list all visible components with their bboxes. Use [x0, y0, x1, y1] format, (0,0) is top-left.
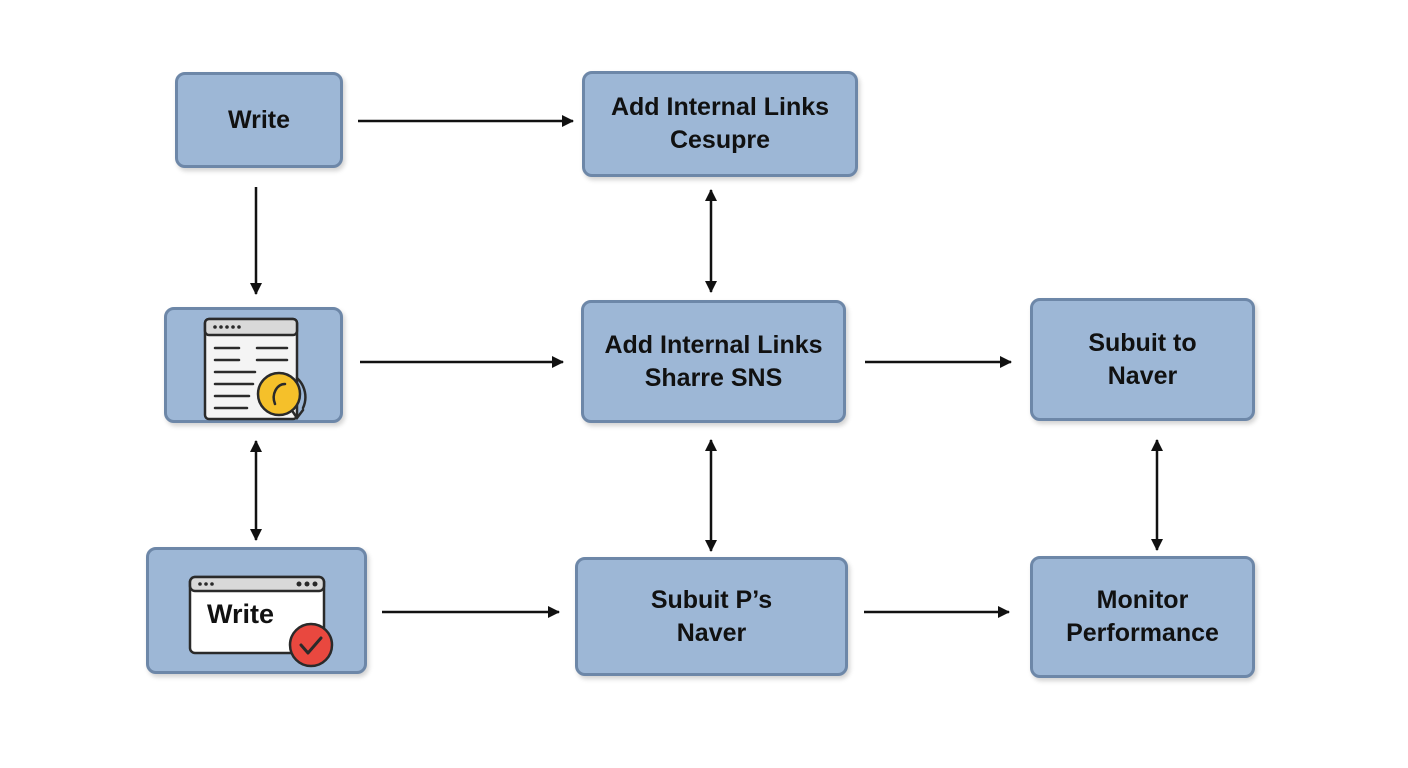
node-write-check-label: Write	[207, 599, 275, 629]
node-monitor-performance[interactable]: Monitor Performance	[1030, 556, 1255, 678]
node-label-line2: Performance	[1066, 619, 1219, 647]
node-write-check[interactable]: Write	[146, 547, 367, 674]
node-label-line1: Add Internal Links	[610, 93, 830, 121]
node-document-clock[interactable]	[164, 307, 343, 423]
node-submit-ps-naver[interactable]: Subuit P’s Naver	[575, 557, 848, 676]
node-label-line1: Add Internal Links	[604, 330, 823, 359]
document-clock-icon	[203, 317, 307, 421]
node-label-line2: Naver	[1107, 361, 1178, 390]
browser-window-check-icon	[188, 575, 334, 668]
node-label-line2: Sharre SNS	[644, 363, 783, 392]
node-label-line2: Cesupre	[669, 126, 771, 154]
node-write[interactable]: Write	[175, 72, 343, 168]
node-label-line2: Naver	[676, 618, 747, 647]
node-write-label: Write	[227, 105, 291, 134]
node-label-line1: Monitor	[1096, 586, 1189, 614]
node-label-line1: Subuit P’s	[650, 585, 773, 614]
node-add-internal-links-share[interactable]: Add Internal Links Sharre SNS	[581, 300, 846, 423]
node-add-internal-links-censure[interactable]: Add Internal Links Cesupre	[582, 71, 858, 177]
node-submit-to-naver[interactable]: Subuit to Naver	[1030, 298, 1255, 421]
node-label-line1: Subuit to	[1088, 328, 1197, 357]
